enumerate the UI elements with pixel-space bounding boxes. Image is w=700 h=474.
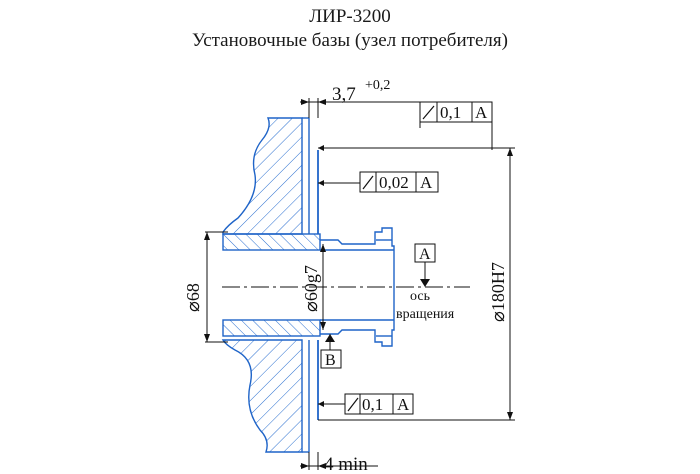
svg-text:0,02: 0,02 — [379, 173, 409, 192]
runout-icon — [422, 105, 435, 120]
tolerance-frame-middle: 0,02 A — [359, 171, 439, 193]
datum-a: A — [414, 243, 436, 263]
drawing-title: ЛИР-3200 — [309, 6, 391, 27]
mounting-face — [302, 117, 319, 453]
axis-label-2: вращения — [396, 307, 455, 322]
housing-section — [221, 117, 303, 453]
svg-text:0,1: 0,1 — [362, 395, 383, 414]
arrowheads — [204, 99, 513, 469]
svg-text:A: A — [475, 103, 488, 122]
offset-tolerance: +0,2 — [365, 78, 390, 93]
fit-diameter: ⌀60g7 — [301, 265, 321, 312]
svg-text:A: A — [420, 173, 433, 192]
svg-text:A: A — [419, 246, 431, 263]
svg-text:A: A — [397, 395, 410, 414]
datum-b: B — [320, 349, 342, 369]
min-gap: 4 min — [324, 454, 368, 474]
shaft-section — [222, 233, 321, 337]
sleeve — [320, 227, 395, 347]
tolerance-frame-bottom: 0,1 A — [344, 393, 414, 415]
svg-text:B: B — [325, 352, 336, 369]
tolerance-frame-top: 0,1 A — [419, 101, 493, 123]
dimension-lines — [205, 98, 515, 470]
runout-icon — [347, 397, 359, 412]
axis-label-1: ось — [410, 289, 430, 304]
runout-icon — [362, 175, 374, 190]
drawing-subtitle: Установочные базы (узел потребителя) — [192, 30, 508, 51]
svg-text:0,1: 0,1 — [440, 103, 461, 122]
shaft-diameter: ⌀68 — [183, 283, 203, 312]
bore-diameter: ⌀180H7 — [488, 262, 508, 322]
offset-value: 3,7 — [332, 84, 356, 105]
